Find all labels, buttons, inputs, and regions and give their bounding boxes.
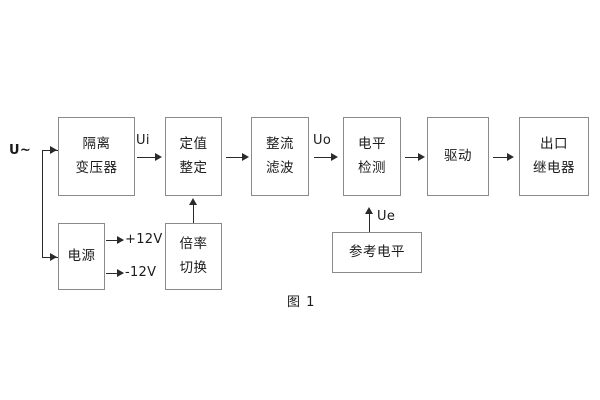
arrow-input-to-transformer-icon [50, 146, 57, 154]
arrow-level-to-drive-icon [418, 153, 425, 161]
signal-label-ue: Ue [377, 209, 396, 224]
block-level-detection-line1: 电平 [358, 136, 386, 153]
block-multiplier-switch-line2: 切换 [179, 259, 208, 276]
connector-drive-to-output [493, 157, 512, 158]
block-rectify-filter[interactable]: 整流 滤波 [251, 117, 309, 196]
block-reference-level-line1: 参考电平 [349, 243, 405, 260]
block-multiplier-switch-line1: 倍率 [179, 236, 208, 253]
arrow-setting-to-rectify-icon [242, 153, 249, 161]
signal-label-negative-rail: -12V [125, 265, 157, 280]
connector-multiplier-to-setting [193, 203, 194, 223]
connector-setting-to-rectify [226, 157, 246, 158]
signal-label-uo: Uo [313, 133, 332, 148]
block-reference-level[interactable]: 参考电平 [332, 232, 422, 273]
connector-transformer-to-setting [137, 157, 157, 158]
block-setting-value-line1: 定值 [179, 136, 208, 153]
block-output-relay-line2: 继电器 [533, 159, 575, 176]
block-isolation-transformer[interactable]: 隔离 变压器 [58, 117, 135, 196]
arrow-drive-to-output-icon [507, 153, 514, 161]
block-setting-value-line2: 整定 [179, 159, 208, 176]
block-drive-line1: 驱动 [444, 147, 472, 164]
block-drive[interactable]: 驱动 [427, 117, 489, 196]
block-rectify-filter-line1: 整流 [266, 136, 294, 153]
block-level-detection[interactable]: 电平 检测 [343, 117, 401, 196]
block-setting-value[interactable]: 定值 整定 [165, 117, 222, 196]
arrow-input-to-power-icon [50, 253, 57, 261]
arrow-reference-to-level-icon [365, 207, 373, 214]
block-output-relay[interactable]: 出口 继电器 [519, 117, 589, 196]
signal-label-input: U~ [9, 143, 32, 158]
arrow-positive-rail-icon [117, 236, 124, 244]
block-level-detection-line2: 检测 [358, 159, 386, 176]
connector-power-positive-rail [106, 240, 123, 241]
figure-caption: 图 1 [287, 295, 316, 310]
connector-power-negative-rail [106, 273, 123, 274]
block-isolation-transformer-line2: 变压器 [75, 159, 118, 176]
block-multiplier-switch[interactable]: 倍率 切换 [165, 223, 222, 290]
connector-level-to-drive [405, 157, 423, 158]
block-power-supply-line1: 电源 [67, 247, 96, 264]
connector-input-branch-vertical [42, 150, 43, 257]
arrow-rectify-to-level-icon [331, 153, 338, 161]
signal-label-positive-rail: +12V [125, 232, 163, 247]
block-output-relay-line1: 出口 [540, 136, 568, 153]
arrow-negative-rail-icon [117, 269, 124, 277]
connector-rectify-to-level [314, 157, 334, 158]
arrow-transformer-to-setting-icon [155, 153, 162, 161]
arrow-multiplier-to-setting-icon [189, 198, 197, 205]
connector-reference-to-level [369, 212, 370, 232]
block-power-supply[interactable]: 电源 [58, 223, 105, 290]
block-isolation-transformer-line1: 隔离 [82, 136, 111, 153]
block-rectify-filter-line2: 滤波 [266, 159, 294, 176]
signal-label-ui: Ui [136, 133, 150, 148]
